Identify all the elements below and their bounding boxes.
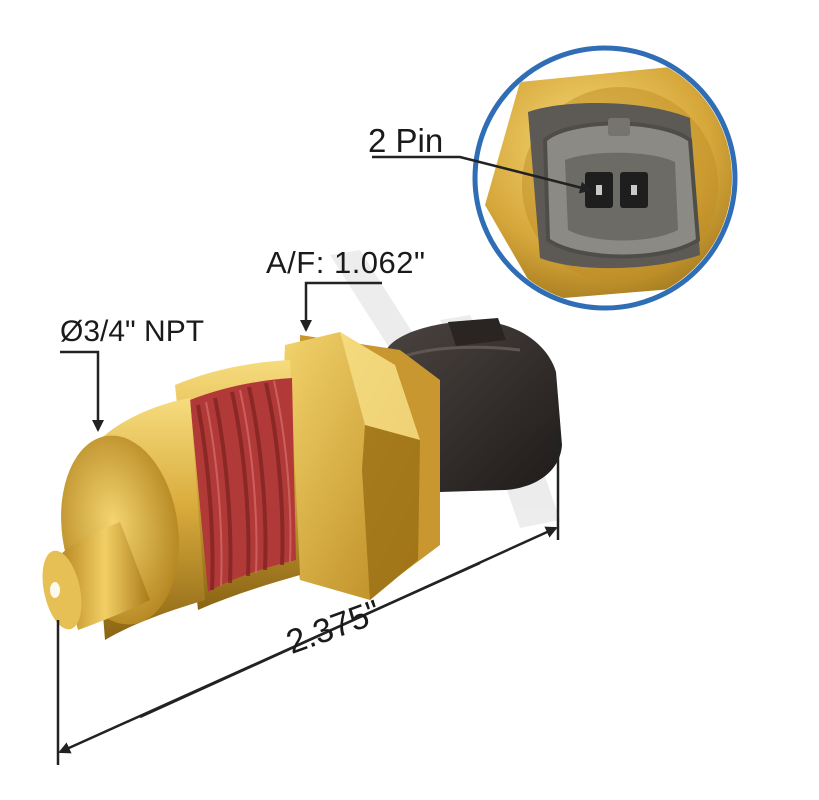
pin-count-label: 2 Pin (368, 122, 444, 159)
probe-tip (42, 522, 150, 630)
connector-callout (472, 45, 738, 311)
dimension-lines (56, 155, 592, 765)
across-flats-label: A/F: 1.062" (266, 245, 426, 280)
sensor-body (42, 332, 440, 640)
thread-size-label: Ø3/4" NPT (60, 315, 205, 348)
thread-sealant (190, 378, 296, 592)
